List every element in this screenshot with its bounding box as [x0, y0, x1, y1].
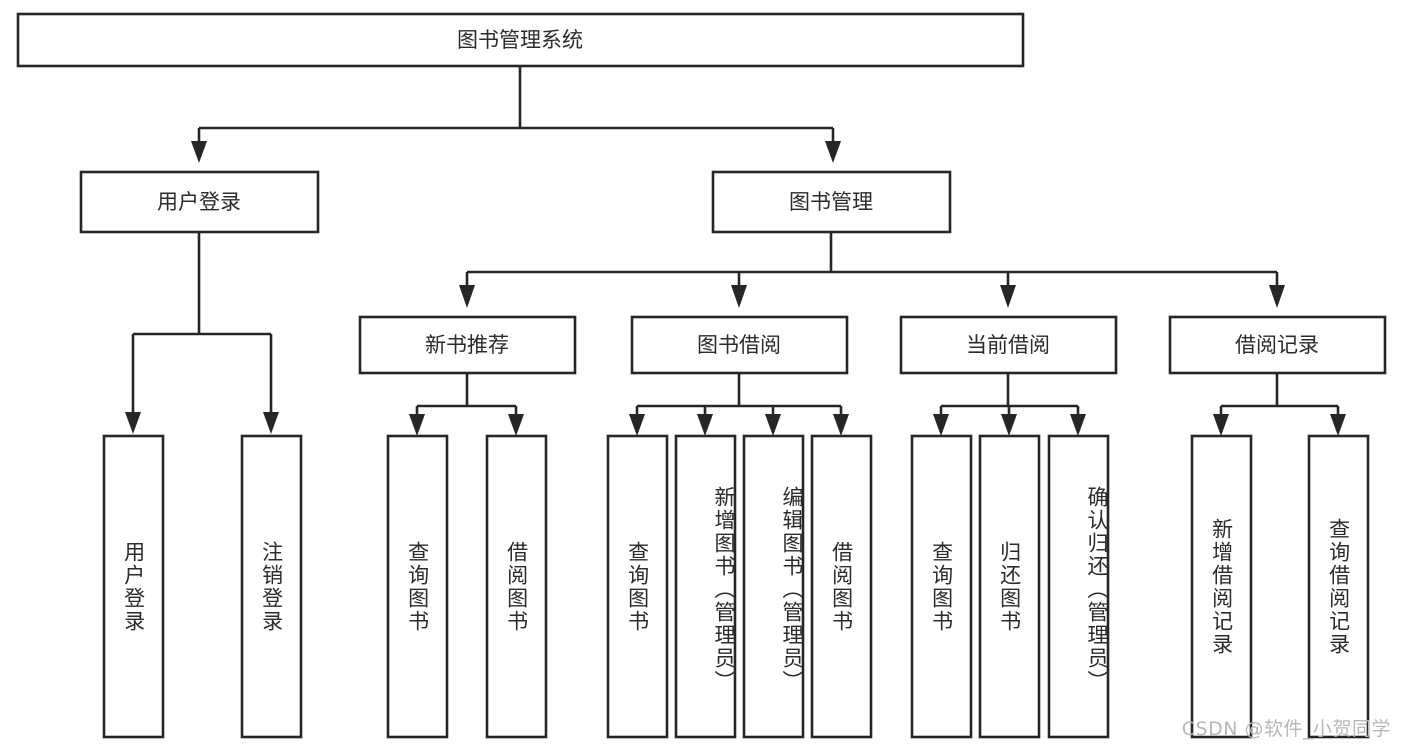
node-user-login[interactable]: 用户登录	[79, 170, 320, 234]
node-current-borrow[interactable]: 当前借阅	[899, 315, 1118, 375]
arrow-head-icon	[1330, 414, 1346, 436]
arrow-head-icon	[933, 414, 949, 436]
node-user-login-label: 用户登录	[157, 190, 241, 214]
arrow-head-icon	[125, 412, 141, 434]
arrow-head-icon	[833, 414, 849, 436]
connector-current-borrow-to-leaves	[933, 373, 1086, 436]
leaf-box-query-record[interactable]	[1307, 434, 1370, 739]
leaf-box-query-book-2[interactable]	[606, 434, 669, 739]
arrow-head-icon	[731, 285, 747, 308]
leaf-box-user-login[interactable]	[102, 434, 165, 739]
arrow-head-icon	[191, 141, 207, 163]
arrow-head-icon	[825, 141, 841, 163]
arrow-head-icon	[765, 414, 781, 436]
node-borrow-record-label: 借阅记录	[1235, 333, 1319, 357]
arrow-head-icon	[629, 414, 645, 436]
leaf-box-query-book-1[interactable]	[386, 434, 449, 739]
node-root-label: 图书管理系统	[457, 28, 583, 52]
leaf-box-return-book[interactable]	[978, 434, 1041, 739]
node-book-manage[interactable]: 图书管理	[711, 170, 952, 234]
csdn-watermark: CSDN @软件_小贺同学	[1181, 718, 1391, 740]
arrow-head-icon	[1070, 414, 1086, 436]
connector-root-to-level2	[191, 66, 841, 163]
arrow-head-icon	[697, 414, 713, 436]
node-new-book-recommend-label: 新书推荐	[425, 333, 509, 357]
arrow-head-icon	[1000, 285, 1016, 308]
connector-new-book-recommend-to-leaves	[409, 373, 524, 436]
connector-borrow-record-to-leaves	[1213, 373, 1346, 436]
leaf-box-confirm-return[interactable]	[1047, 434, 1110, 739]
node-new-book-recommend-box[interactable]	[358, 315, 577, 375]
connector-book-manage-to-level3	[459, 232, 1285, 308]
node-book-borrow-label: 图书借阅	[697, 333, 781, 357]
node-current-borrow-box[interactable]	[899, 315, 1118, 375]
leaf-box-add-book[interactable]	[674, 434, 737, 739]
node-borrow-record[interactable]: 借阅记录	[1168, 315, 1387, 375]
arrow-head-icon	[1269, 285, 1285, 308]
node-user-login-box[interactable]	[79, 170, 320, 234]
node-new-book-recommend[interactable]: 新书推荐	[358, 315, 577, 375]
leaf-box-query-book-3[interactable]	[910, 434, 973, 739]
leaf-box-logout-login[interactable]	[240, 434, 303, 739]
arrow-head-icon	[508, 414, 524, 436]
arrow-head-icon	[1001, 414, 1017, 436]
connector-user-login-to-leaves	[125, 232, 279, 434]
node-book-manage-label: 图书管理	[789, 190, 873, 214]
node-book-borrow[interactable]: 图书借阅	[630, 315, 849, 375]
node-current-borrow-label: 当前借阅	[966, 333, 1050, 357]
arrow-head-icon	[409, 414, 425, 436]
node-root[interactable]: 图书管理系统	[16, 12, 1025, 68]
leaf-box-borrow-book-2[interactable]	[810, 434, 873, 739]
leaf-box-edit-book[interactable]	[742, 434, 805, 739]
arrow-head-icon	[1213, 414, 1229, 436]
leaf-box-add-record[interactable]	[1190, 434, 1253, 739]
arrow-head-icon	[263, 412, 279, 434]
leaf-box-borrow-book-1[interactable]	[485, 434, 548, 739]
arrow-head-icon	[459, 285, 475, 308]
connector-book-borrow-to-leaves	[629, 373, 849, 436]
node-root-box[interactable]	[16, 12, 1025, 68]
